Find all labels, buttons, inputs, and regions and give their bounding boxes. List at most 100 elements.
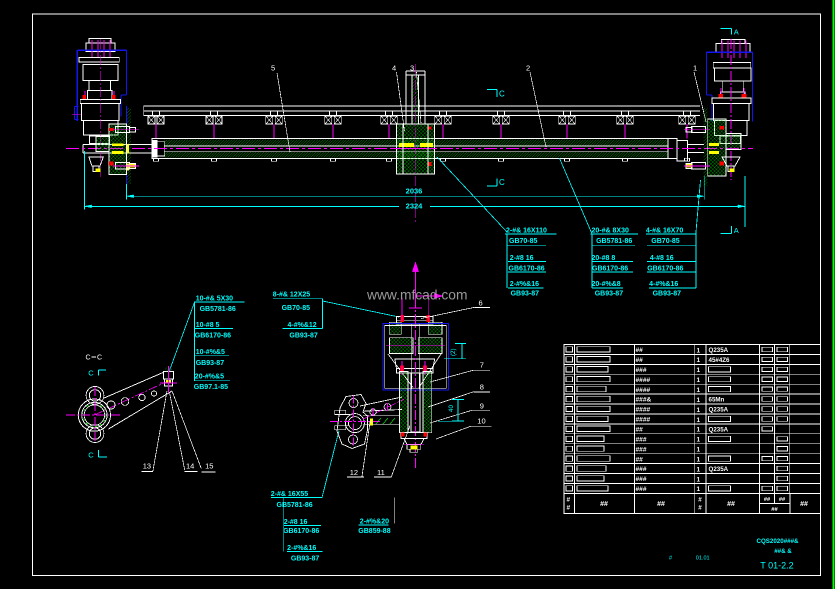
svg-text:20-#%&8: 20-#%&8	[592, 281, 621, 288]
svg-text:15: 15	[205, 462, 213, 471]
svg-text:##: ##	[636, 357, 644, 364]
svg-text:###: ###	[636, 436, 647, 443]
svg-text:C: C	[499, 90, 505, 99]
svg-text:14: 14	[186, 462, 194, 471]
svg-text:1: 1	[697, 407, 701, 414]
svg-text:##: ##	[764, 497, 771, 503]
svg-text:##: ##	[600, 501, 608, 508]
svg-text:1: 1	[697, 347, 701, 354]
svg-text:8: 8	[480, 382, 484, 391]
svg-text:GB97.1-85: GB97.1-85	[194, 384, 228, 391]
svg-text:A: A	[734, 226, 739, 235]
svg-text:45#4Z6: 45#4Z6	[709, 357, 731, 364]
svg-text:1: 1	[697, 357, 701, 364]
svg-text:20-#8 8: 20-#8 8	[592, 255, 616, 262]
svg-text:GB93-87: GB93-87	[291, 555, 320, 562]
svg-text:1: 1	[697, 447, 701, 454]
svg-text:1: 1	[697, 377, 701, 384]
svg-text:GB5781-86: GB5781-86	[277, 502, 313, 509]
svg-text:40: 40	[448, 405, 455, 412]
svg-text:13: 13	[143, 462, 151, 471]
svg-text:10: 10	[477, 417, 485, 426]
svg-text:20-#& 8X30: 20-#& 8X30	[592, 227, 629, 234]
svg-text:GB6170-86: GB6170-86	[647, 265, 683, 272]
svg-text:1: 1	[697, 437, 701, 444]
svg-text:GB93-87: GB93-87	[653, 291, 682, 298]
svg-text:##: ##	[636, 347, 644, 354]
svg-text:10-#8 5: 10-#8 5	[196, 322, 220, 329]
svg-text:#: #	[669, 556, 673, 562]
svg-text:3: 3	[410, 64, 414, 73]
svg-text:Q235A: Q235A	[709, 426, 729, 433]
svg-text:####: ####	[636, 387, 651, 394]
svg-text:2-#%&16: 2-#%&16	[287, 545, 316, 552]
svg-text:#: #	[567, 497, 571, 504]
svg-text:2-#& 16X110: 2-#& 16X110	[506, 227, 547, 234]
svg-text:1: 1	[697, 476, 701, 483]
svg-text:8-#& 12X25: 8-#& 12X25	[273, 292, 310, 299]
svg-text:GB70-85: GB70-85	[282, 305, 311, 312]
svg-text:4-#%&12: 4-#%&12	[288, 322, 317, 329]
svg-text:GB93-87: GB93-87	[595, 291, 624, 298]
svg-text:####: ####	[636, 407, 651, 414]
svg-text:65Mn: 65Mn	[709, 397, 725, 404]
svg-text:2036: 2036	[406, 186, 423, 195]
svg-text:GB5781-86: GB5781-86	[596, 238, 632, 245]
svg-text:##: ##	[636, 456, 644, 463]
svg-text:1: 1	[697, 417, 701, 424]
svg-text:4-#8 16: 4-#8 16	[650, 255, 674, 262]
svg-text:##: ##	[657, 501, 665, 508]
svg-text:##: ##	[771, 507, 778, 513]
svg-text:1: 1	[697, 456, 701, 463]
svg-text:www.mfcad.com: www.mfcad.com	[366, 288, 467, 303]
svg-text:#: #	[567, 505, 571, 512]
svg-text:4-#%&16: 4-#%&16	[649, 281, 678, 288]
svg-text:C: C	[88, 369, 94, 378]
svg-text:###: ###	[636, 446, 647, 453]
svg-text:CQS2020###&: CQS2020###&	[757, 538, 799, 545]
svg-text:2-#8 16: 2-#8 16	[510, 255, 534, 262]
svg-text:##: ##	[779, 497, 786, 503]
svg-text:10-#& 5X30: 10-#& 5X30	[196, 295, 233, 302]
svg-text:GB6170-86: GB6170-86	[592, 265, 628, 272]
svg-text:12: 12	[350, 468, 358, 477]
svg-text:1: 1	[697, 367, 701, 374]
svg-text:###: ###	[636, 367, 647, 374]
svg-text:Q235A: Q235A	[709, 347, 729, 354]
svg-text:10-#%&5: 10-#%&5	[196, 349, 225, 356]
svg-text:GB93-87: GB93-87	[289, 333, 318, 340]
svg-text:##: ##	[800, 501, 808, 508]
svg-text:4-#& 16X70: 4-#& 16X70	[646, 227, 683, 234]
svg-text:C: C	[88, 451, 94, 460]
svg-text:GB6170-86: GB6170-86	[283, 528, 319, 535]
svg-text:C: C	[499, 178, 505, 187]
svg-text:A: A	[734, 28, 739, 37]
svg-text:1: 1	[693, 64, 697, 73]
svg-text:2-#8 16: 2-#8 16	[284, 519, 308, 526]
svg-text:####: ####	[636, 377, 651, 384]
svg-text:GB6170-86: GB6170-86	[509, 265, 545, 272]
svg-text:###: ###	[636, 466, 647, 473]
svg-text:C: C	[86, 355, 91, 362]
svg-text:11: 11	[377, 468, 385, 477]
svg-text:1: 1	[697, 387, 701, 394]
svg-text:01.01: 01.01	[696, 556, 710, 562]
svg-text:GB859-88: GB859-88	[358, 528, 390, 535]
svg-text:T 01-2.2: T 01-2.2	[760, 561, 793, 571]
svg-text:4: 4	[392, 64, 396, 73]
svg-text:5: 5	[271, 64, 275, 73]
svg-text:C: C	[97, 355, 102, 362]
svg-text:Q235A: Q235A	[709, 466, 729, 473]
svg-text:#: #	[698, 505, 702, 512]
svg-text:###: ###	[636, 476, 647, 483]
svg-text:2-#%&16: 2-#%&16	[510, 281, 539, 288]
svg-text:2-#%&20: 2-#%&20	[360, 518, 389, 525]
svg-text:###: ###	[636, 486, 647, 493]
svg-text:1: 1	[697, 486, 701, 493]
svg-text:2-#& 16X55: 2-#& 16X55	[271, 491, 308, 498]
svg-text:GB6170-86: GB6170-86	[195, 333, 231, 340]
svg-text:####: ####	[636, 417, 651, 424]
svg-text:GB5781-86: GB5781-86	[200, 306, 236, 313]
svg-text:2: 2	[526, 64, 530, 73]
svg-text:(2): (2)	[450, 348, 457, 356]
